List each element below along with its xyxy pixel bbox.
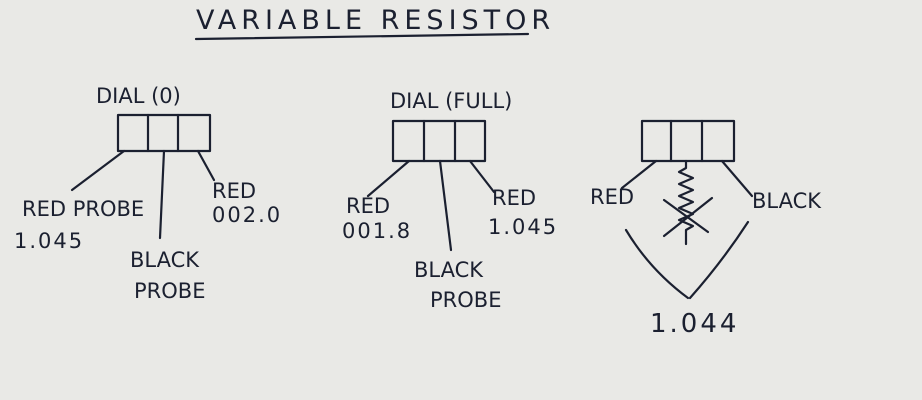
right-probe-lead — [688, 220, 750, 300]
dial-label: DIAL (FULL) — [390, 89, 512, 113]
right-probe-label: RED — [212, 179, 256, 203]
right-probe-label: RED — [492, 186, 536, 210]
resistor-symbol — [677, 159, 695, 246]
right-probe-reading: 002.0 — [212, 203, 282, 227]
left-probe-label: RED — [346, 194, 390, 218]
black-probe-label-line2: PROBE — [430, 288, 501, 312]
diagram-dial-zero: DIAL (0) RED PROBE 1.045 BLACK PROBE RED… — [14, 84, 282, 303]
black-probe-label-line1: BLACK — [130, 248, 200, 272]
cross-out-stroke — [662, 198, 710, 234]
left-lead-label: RED — [590, 185, 634, 209]
cross-out-stroke — [662, 196, 714, 238]
left-probe-lead — [624, 228, 690, 300]
diagram-dial-full: DIAL (FULL) RED 001.8 BLACK PROBE RED 1.… — [342, 89, 558, 312]
right-lead-wire — [720, 159, 754, 198]
left-lead-wire — [620, 159, 658, 190]
center-probe-wire — [158, 149, 166, 240]
left-probe-reading: 1.045 — [14, 229, 84, 253]
page-title: VARIABLE RESISTOR — [196, 5, 555, 36]
diagram-resistor-measurement: RED BLACK 1.044 — [590, 119, 822, 339]
right-lead-label: BLACK — [752, 189, 822, 213]
black-probe-label-line1: BLACK — [414, 258, 484, 282]
dial-box — [640, 119, 736, 163]
right-probe-wire — [468, 159, 496, 194]
left-probe-wire — [70, 149, 126, 192]
center-probe-wire — [438, 159, 453, 252]
right-probe-wire — [196, 149, 216, 182]
title-underline — [194, 32, 530, 41]
left-probe-wire — [366, 159, 411, 198]
right-probe-reading: 1.045 — [488, 215, 558, 239]
black-probe-label-line2: PROBE — [134, 279, 205, 303]
dial-label: DIAL (0) — [96, 84, 181, 108]
left-probe-reading: 001.8 — [342, 219, 412, 243]
resistance-reading: 1.044 — [650, 309, 739, 339]
left-probe-label: RED PROBE — [22, 197, 144, 221]
